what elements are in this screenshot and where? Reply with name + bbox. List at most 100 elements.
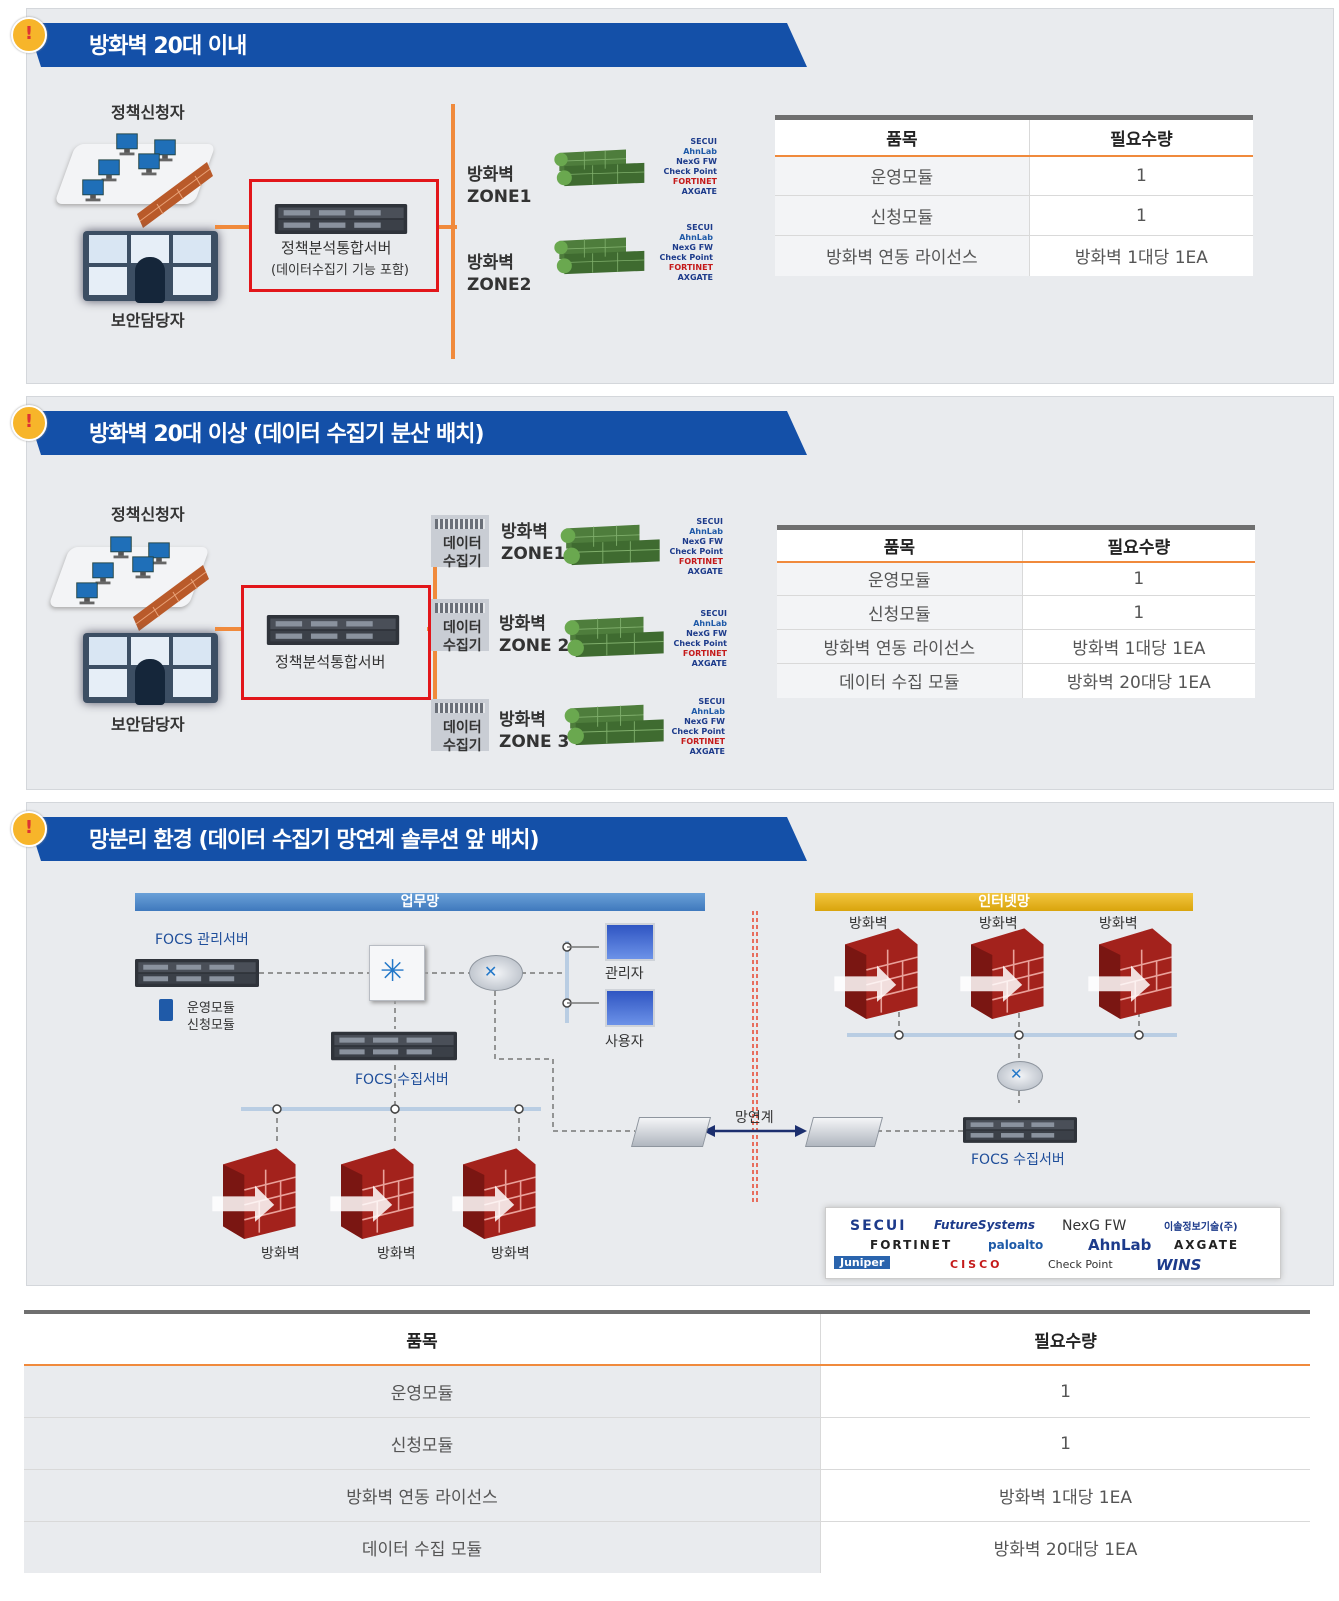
firewall-label: 방화벽 bbox=[377, 1246, 416, 1262]
mgmt-server-label: FOCS 관리서버 bbox=[155, 932, 249, 948]
firewall-icon bbox=[325, 1143, 421, 1239]
firewall-label: 방화벽 bbox=[491, 1246, 530, 1262]
firewall-icon bbox=[1081, 923, 1181, 1019]
rack-server-icon bbox=[135, 958, 259, 988]
integrated-server-highlight bbox=[241, 585, 431, 700]
logo-juniper: Juniper bbox=[834, 1256, 891, 1269]
firewall-label: 방화벽 bbox=[1099, 916, 1138, 932]
user-label: 사용자 bbox=[605, 1034, 644, 1050]
logo-secui: SECUI bbox=[850, 1218, 907, 1234]
module-label: 신청모듈 bbox=[187, 1018, 235, 1033]
server-label: 정책분석통합서버 bbox=[275, 653, 386, 671]
brick-wall-icon bbox=[137, 162, 213, 228]
connector-line bbox=[215, 225, 251, 229]
firewall-label: 방화벽 bbox=[261, 1246, 300, 1262]
firewall-icon bbox=[827, 923, 927, 1019]
section-banner: ! 방화벽 20대 이상 (데이터 수집기 분산 배치) bbox=[11, 405, 827, 455]
security-officer-monitors bbox=[83, 629, 218, 709]
section-under-20: ! 방화벽 20대 이내 정책신청자 보안담당자 정책분석통합서버 (데이터수집… bbox=[11, 8, 1334, 384]
internet-network-bar: 인터넷망 bbox=[815, 893, 1193, 911]
network-backbone bbox=[451, 104, 455, 359]
router-icon: ✕ bbox=[469, 955, 523, 991]
section-banner: ! 망분리 환경 (데이터 수집기 망연계 솔루션 앞 배치) bbox=[11, 811, 827, 861]
section-title: 망분리 환경 (데이터 수집기 망연계 솔루션 앞 배치) bbox=[89, 828, 540, 853]
module-label: 운영모듈 bbox=[187, 1001, 235, 1016]
logo-checkpoint: Check Point bbox=[1048, 1258, 1113, 1271]
logo-ahnlab: AhnLab bbox=[1088, 1236, 1152, 1254]
connector-line bbox=[215, 627, 243, 631]
section-banner: ! 방화벽 20대 이내 bbox=[11, 17, 827, 67]
firewall-label: 방화벽 bbox=[979, 916, 1018, 932]
security-officer-monitors bbox=[83, 227, 218, 307]
requester-label: 정책신청자 bbox=[111, 103, 185, 122]
logo-paloalto: paloalto bbox=[988, 1238, 1044, 1252]
section-title: 방화벽 20대 이내 bbox=[89, 34, 247, 59]
officer-label: 보안담당자 bbox=[111, 715, 185, 734]
requester-label: 정책신청자 bbox=[111, 505, 185, 524]
collect-server-inet-label: FOCS 수집서버 bbox=[971, 1152, 1065, 1168]
rack-server-icon bbox=[331, 1031, 457, 1061]
computer-icon bbox=[79, 178, 107, 206]
work-network-bar: 업무망 bbox=[135, 893, 705, 911]
warning-icon: ! bbox=[11, 17, 47, 53]
logo-nexg: NexG FW bbox=[1062, 1218, 1127, 1234]
user-monitor-icon bbox=[605, 989, 655, 1027]
connector-line bbox=[437, 225, 457, 229]
core-switch-icon: ✳ bbox=[369, 945, 425, 1001]
firewall-label: 방화벽 bbox=[849, 916, 888, 932]
computer-icon bbox=[73, 581, 101, 609]
section-over-20: ! 방화벽 20대 이상 (데이터 수집기 분산 배치) 정책신청자 보안담당자… bbox=[11, 396, 1334, 790]
firewall-icon bbox=[953, 923, 1053, 1019]
logo-axgate: AXGATE bbox=[1174, 1238, 1240, 1252]
firewall-icon bbox=[207, 1143, 303, 1239]
officer-label: 보안담당자 bbox=[111, 311, 185, 330]
warning-icon: ! bbox=[11, 405, 47, 441]
firewall-icon bbox=[447, 1143, 543, 1239]
logo-futuresystems: FutureSystems bbox=[934, 1218, 1036, 1232]
collect-server-label: FOCS 수집서버 bbox=[355, 1072, 449, 1088]
router-icon: ✕ bbox=[997, 1061, 1043, 1091]
download-icon bbox=[159, 999, 173, 1021]
person-icon bbox=[135, 257, 165, 303]
vendor-logos: SECUI FutureSystems NexG FW 이솔정보기술(주) FO… bbox=[825, 1207, 1281, 1279]
person-icon bbox=[135, 659, 165, 705]
link-label: 망연계 bbox=[735, 1110, 774, 1126]
server-label: 정책분석통합서버 bbox=[281, 239, 392, 257]
logo-wins: WINS bbox=[1156, 1256, 1202, 1274]
warning-icon: ! bbox=[11, 811, 47, 847]
logo-cisco: CISCO bbox=[950, 1258, 1003, 1271]
rack-server-icon bbox=[257, 615, 409, 645]
logo-company: 이솔정보기술(주) bbox=[1164, 1222, 1238, 1233]
admin-label: 관리자 bbox=[605, 966, 644, 982]
admin-monitor-icon bbox=[605, 923, 655, 961]
link-switch-icon bbox=[804, 1117, 884, 1147]
rack-server-icon bbox=[963, 1115, 1077, 1145]
logo-fortinet: FORTINET bbox=[870, 1238, 953, 1252]
rack-server-icon bbox=[265, 204, 417, 234]
